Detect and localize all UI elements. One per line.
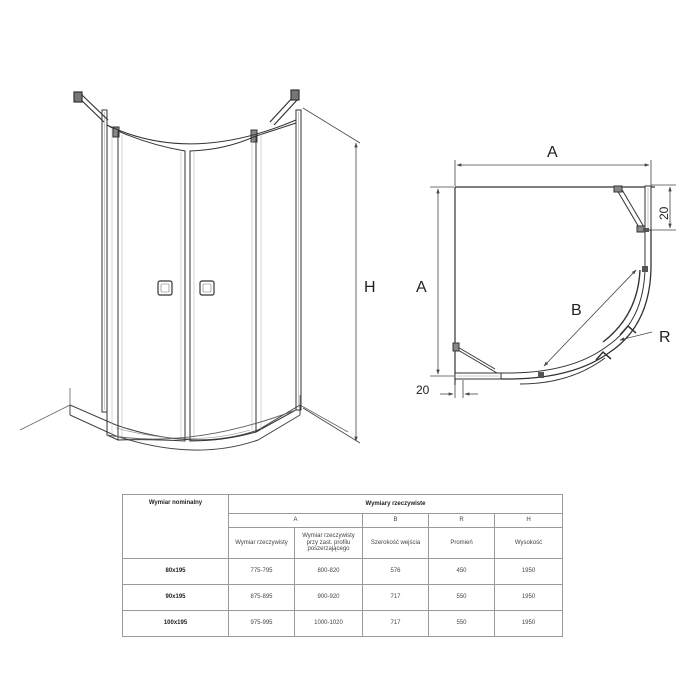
- table-header-row: Wymiar nominalny Wymiary rzeczywiste: [122, 494, 563, 559]
- offset-top-label: 20: [657, 206, 671, 220]
- row-b: 576: [362, 558, 429, 585]
- door-handle-right: [199, 280, 215, 296]
- row-b: 717: [362, 610, 429, 637]
- group-label-b: B: [362, 513, 429, 528]
- offset-dimension-bottom: [440, 380, 478, 398]
- door-right: [189, 135, 257, 442]
- offset-left-label: 20: [416, 383, 430, 397]
- dimensions-table: Wymiar nominalny Wymiary rzeczywiste A B…: [122, 494, 563, 637]
- table-subheader-row: Wymiar rzeczywisty Wymiar rzeczywisty pr…: [123, 527, 563, 559]
- plan-profile-bottom: [454, 372, 502, 380]
- stabiliser-bar-left: [73, 91, 109, 123]
- group-label-r: R: [428, 513, 495, 528]
- elevation-view: [19, 89, 361, 451]
- row-nominal: 80x195: [122, 558, 229, 585]
- height-dimension: [302, 107, 361, 444]
- nominal-header: Wymiar nominalny: [122, 494, 229, 559]
- row-a-extended: 1000-1020: [294, 610, 363, 637]
- diagonal-dimension: [543, 269, 637, 367]
- plan-view: [430, 160, 676, 398]
- row-nominal: 90x195: [122, 584, 229, 611]
- wall-profile-right: [295, 109, 302, 411]
- fixed-panel-right: [250, 122, 297, 433]
- fixed-panel-left: [106, 124, 120, 441]
- table-row: 100x195 975-995 1000-1020 717 550 1950: [122, 610, 563, 637]
- group-label-h: H: [494, 513, 563, 528]
- floor-lines: [19, 388, 349, 433]
- height-label: H: [364, 279, 376, 296]
- plan-hardware: [538, 228, 649, 378]
- plan-profile-right: [644, 185, 652, 231]
- row-a-extended: 800-820: [294, 558, 363, 585]
- width-dimension: [454, 160, 652, 186]
- row-a-actual: 775-795: [228, 558, 295, 585]
- row-r: 450: [428, 558, 495, 585]
- plan-stabiliser-left: [452, 342, 498, 374]
- row-r: 550: [428, 610, 495, 637]
- row-a-actual: 875-895: [228, 584, 295, 611]
- row-h: 1950: [494, 558, 563, 585]
- plan-door-overlap-2: [519, 357, 606, 385]
- plan-stabiliser-top: [613, 185, 646, 233]
- width-label: A: [547, 144, 558, 161]
- row-a-extended: 900-920: [294, 584, 363, 611]
- radius-label: R: [659, 329, 671, 346]
- row-nominal: 100x195: [122, 610, 229, 637]
- radius-leader: [619, 331, 653, 341]
- row-a-actual: 975-995: [228, 610, 295, 637]
- top-rail-arc: [106, 119, 297, 145]
- row-r: 550: [428, 584, 495, 611]
- table-row: 90x195 875-895 900-920 717 550 1950: [122, 584, 563, 611]
- row-h: 1950: [494, 610, 563, 637]
- subheader-radius: Promień: [428, 527, 495, 559]
- subheader-extended: Wymiar rzeczywisty przy zast. profilu po…: [294, 527, 363, 559]
- group-label-a: A: [228, 513, 363, 528]
- stabiliser-bar-right: [269, 89, 300, 126]
- shower-tray: [69, 404, 301, 451]
- door-handle-left: [157, 280, 173, 296]
- depth-label: A: [416, 279, 427, 296]
- wall-profile-left: [101, 109, 108, 413]
- subheader-height: Wysokość: [494, 527, 563, 559]
- door-left: [117, 130, 186, 442]
- subheader-entry-width: Szerokość wejścia: [362, 527, 429, 559]
- subheader-actual: Wymiar rzeczywisty: [228, 527, 295, 559]
- bottom-rail-arc: [106, 409, 297, 440]
- row-b: 717: [362, 584, 429, 611]
- table-row: 80x195 775-795 800-820 576 450 1950: [122, 558, 563, 585]
- offset-dimension-right: [651, 184, 676, 231]
- diagonal-label: B: [571, 302, 582, 319]
- actual-header: Wymiary rzeczywiste: [228, 494, 563, 514]
- row-h: 1950: [494, 584, 563, 611]
- depth-dimension: [430, 186, 454, 377]
